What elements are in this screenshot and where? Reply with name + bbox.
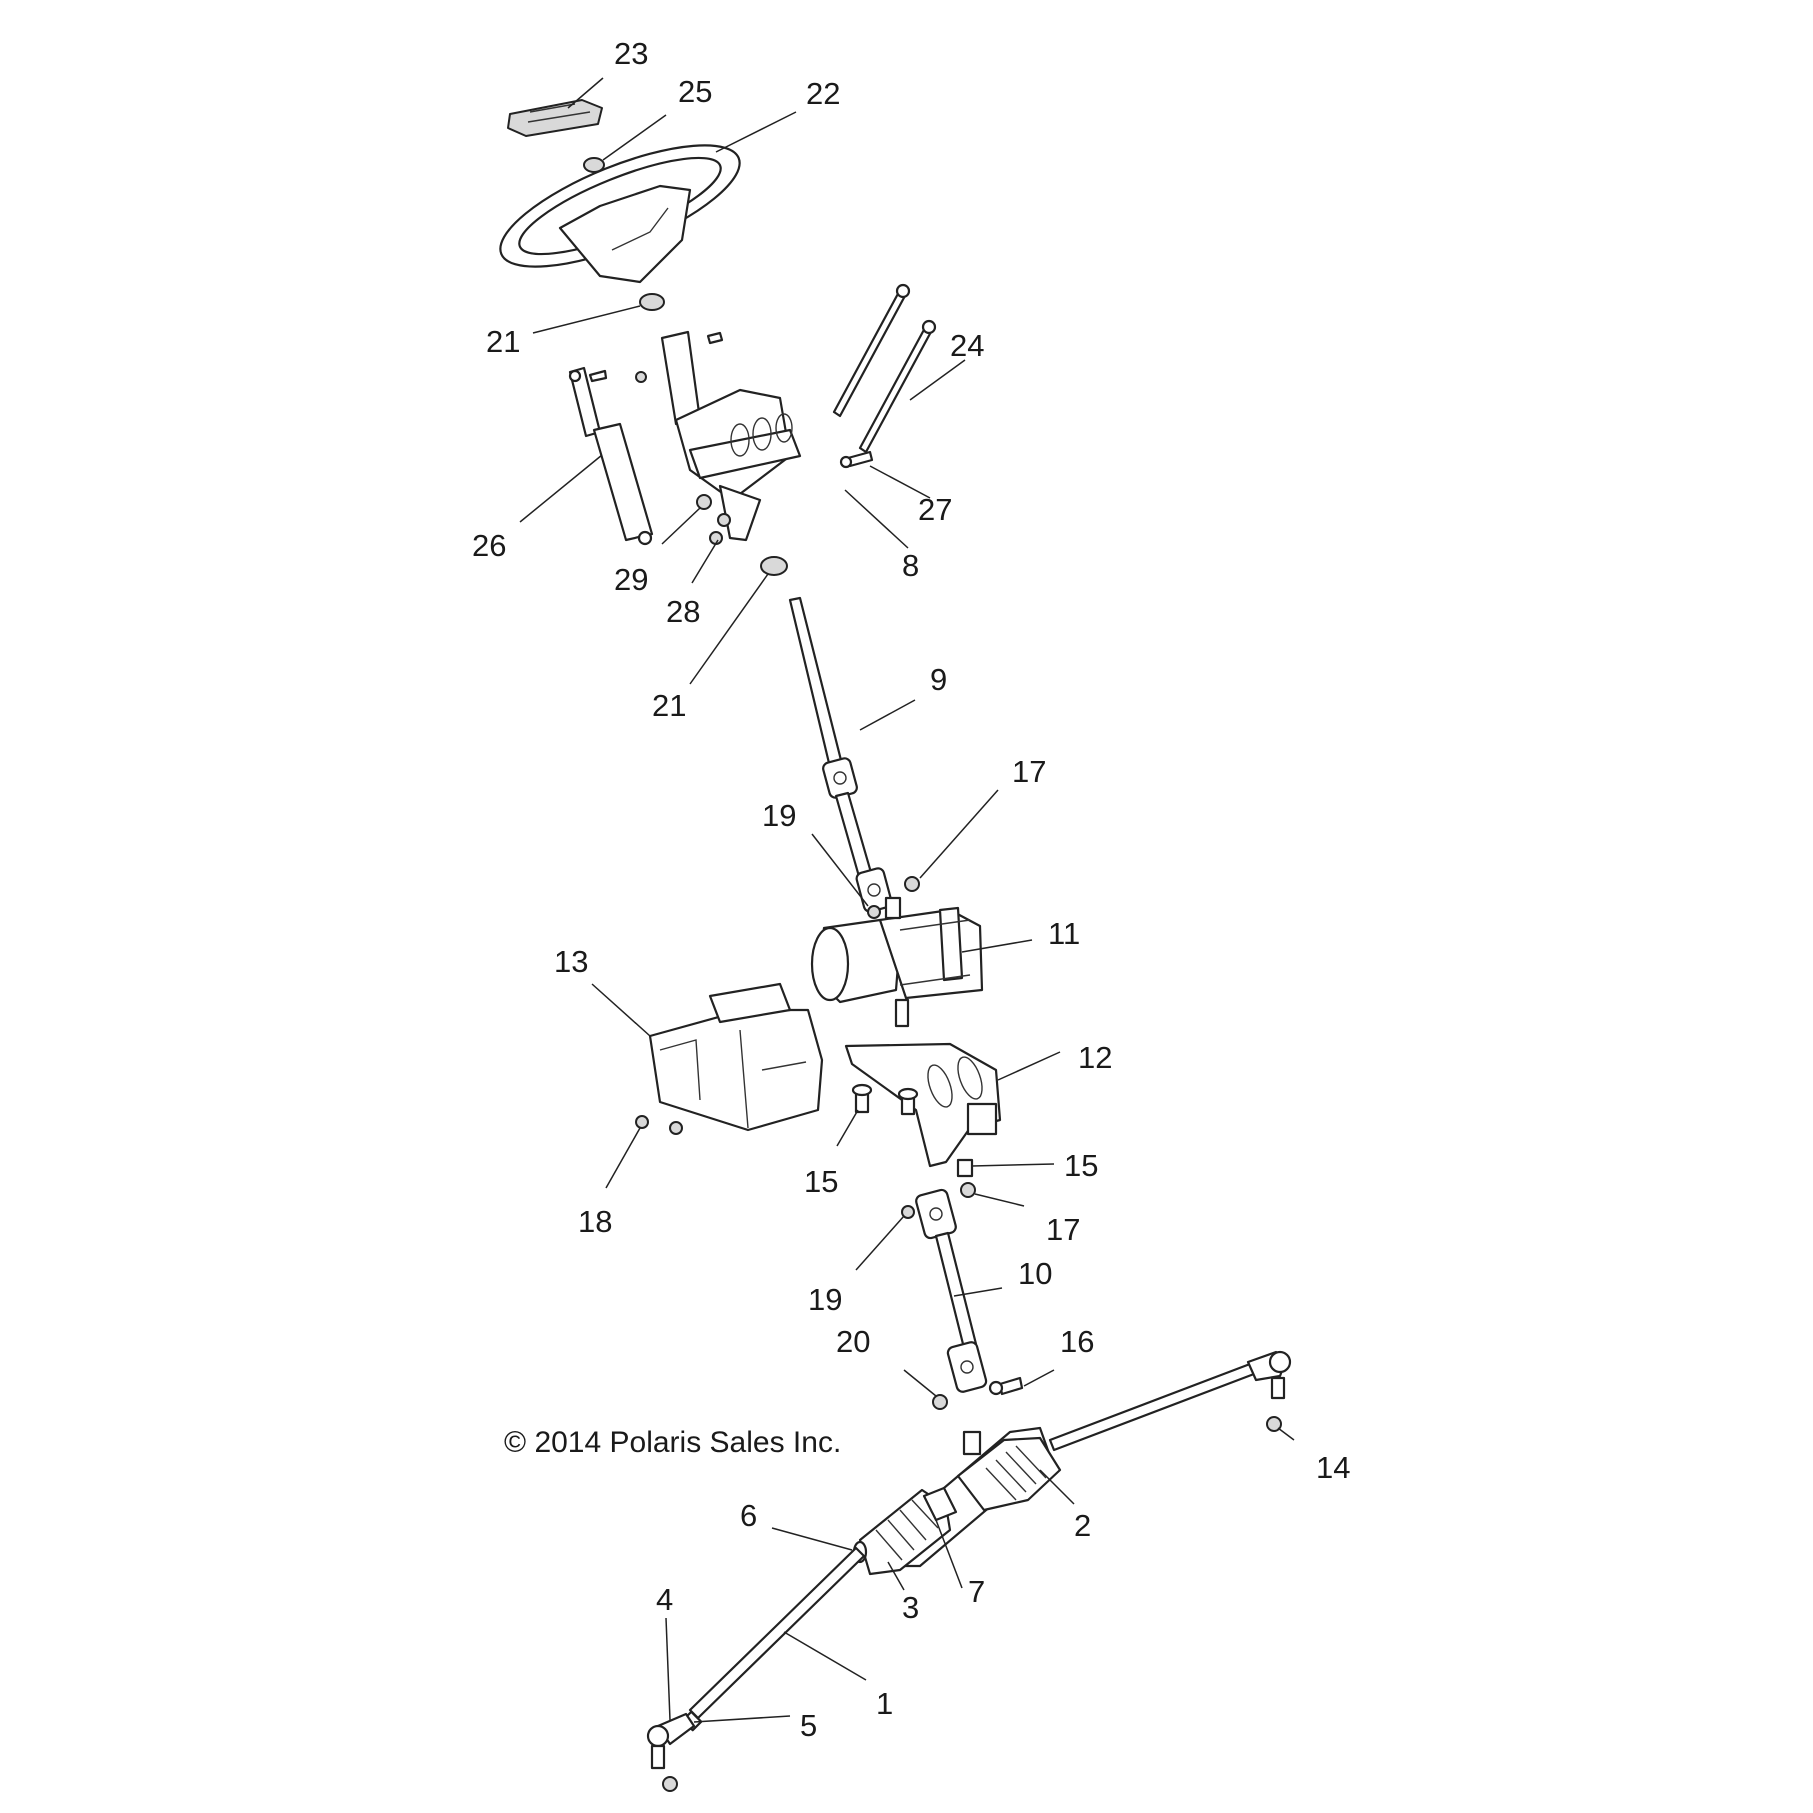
part-cap-25	[583, 157, 605, 173]
part-bolt-15a	[851, 1083, 873, 1114]
part-bushing-21-lower	[760, 556, 788, 576]
callout-10: 10	[1018, 1256, 1052, 1291]
part-nut-19-lower	[901, 1205, 915, 1219]
part-nut-small	[635, 371, 647, 383]
part-bolt-27	[839, 450, 874, 469]
callout-23: 23	[614, 36, 648, 71]
part-column-bracket-8	[660, 330, 802, 542]
part-bolt-17-upper	[904, 876, 920, 892]
callout-20: 20	[836, 1324, 870, 1359]
callout-labels: 23 25 22 21 24 27 26 29 28 8 21 9 17 19 …	[472, 36, 1350, 1743]
callout-3: 3	[902, 1590, 919, 1625]
callout-8: 8	[902, 548, 919, 583]
copyright-text: © 2014 Polaris Sales Inc.	[504, 1426, 841, 1459]
part-screw-18b	[669, 1121, 683, 1135]
part-gas-strut-26	[568, 366, 654, 546]
part-bolts-24	[832, 283, 937, 454]
part-nut-19-upper	[867, 905, 881, 919]
part-tie-rod-end-right	[1246, 1350, 1292, 1400]
callout-27: 27	[918, 492, 952, 527]
callout-12: 12	[1078, 1040, 1112, 1075]
part-clamp-7	[922, 1486, 958, 1522]
part-nut-bottom	[662, 1776, 678, 1792]
callout-19-upper: 19	[762, 798, 796, 833]
callout-5: 5	[800, 1708, 817, 1743]
part-bolt-16	[988, 1376, 1024, 1396]
callout-16: 16	[1060, 1324, 1094, 1359]
callout-24: 24	[950, 328, 984, 363]
callout-25: 25	[678, 74, 712, 109]
callout-15-left: 15	[804, 1164, 838, 1199]
part-bushing-21-upper	[639, 293, 665, 311]
callout-4: 4	[656, 1582, 673, 1617]
part-nut-29	[696, 494, 712, 510]
part-bolt-15c	[956, 1158, 974, 1178]
part-cover-23	[507, 99, 603, 137]
callout-21-upper: 21	[486, 324, 520, 359]
callout-19-lower: 19	[808, 1282, 842, 1317]
part-tie-rod-end-left-4	[646, 1712, 696, 1770]
callout-7: 7	[968, 1574, 985, 1609]
callout-17-lower: 17	[1046, 1212, 1080, 1247]
part-cover-13	[648, 982, 824, 1132]
part-screw-18a	[635, 1115, 649, 1129]
callout-22: 22	[806, 76, 840, 111]
part-eps-unit-11	[810, 896, 984, 1028]
callout-29: 29	[614, 562, 648, 597]
part-tie-rod-1	[688, 1546, 866, 1720]
callout-21-lower: 21	[652, 688, 686, 723]
part-upper-shaft-9	[788, 596, 893, 913]
callout-26: 26	[472, 528, 506, 563]
callout-13: 13	[554, 944, 588, 979]
callout-17-upper: 17	[1012, 754, 1046, 789]
callout-11: 11	[1048, 916, 1080, 951]
part-nut-20	[932, 1394, 948, 1410]
part-mount-bracket-12	[844, 1042, 1002, 1168]
part-nut-28	[709, 513, 731, 545]
callout-2: 2	[1074, 1508, 1091, 1543]
part-steering-wheel-22	[499, 144, 741, 284]
part-nut-14	[1266, 1416, 1282, 1432]
part-bolt-17-lower	[960, 1182, 976, 1198]
part-lower-shaft-10	[915, 1188, 988, 1393]
callout-14: 14	[1316, 1450, 1350, 1485]
callout-9: 9	[930, 662, 947, 697]
callout-6: 6	[740, 1498, 757, 1533]
leader-lines	[519, 77, 1295, 1723]
callout-15-right: 15	[1064, 1148, 1098, 1183]
callout-18: 18	[578, 1204, 612, 1239]
part-boot-3	[858, 1488, 952, 1576]
callout-1: 1	[876, 1686, 893, 1721]
part-bolt-15b	[897, 1087, 919, 1116]
callout-28: 28	[666, 594, 700, 629]
